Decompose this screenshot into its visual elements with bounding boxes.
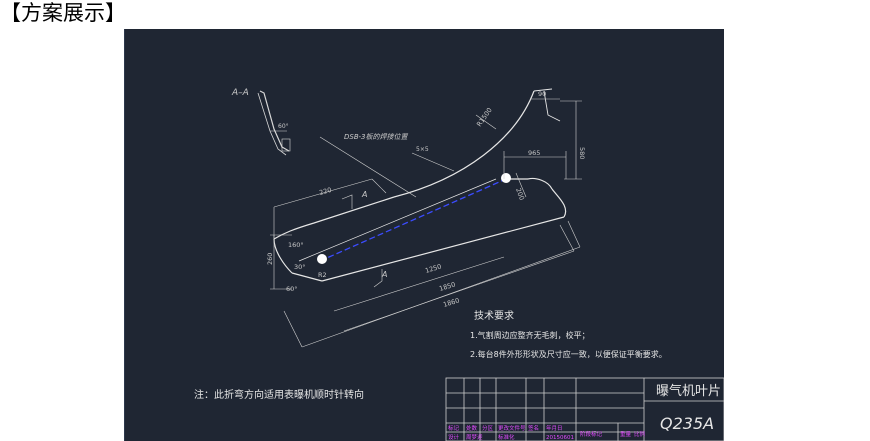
tb-designer-name: 周梦迎: [466, 433, 483, 441]
dim-vertical: 580: [578, 147, 586, 159]
tb-standard-label: 标准化: [498, 433, 515, 441]
tb-scale-label: 比例: [634, 430, 646, 438]
dim-top-width: 90: [538, 90, 546, 98]
tb-material: Q235A: [660, 414, 714, 433]
tech-req-line1: 1.气割周边应整齐无毛刺，校平；: [470, 330, 590, 340]
drawing-canvas: A–A 60°: [124, 29, 724, 441]
tech-req-line2: 2.每台8件外形形状及尺寸应一致，以便保证平衡要求。: [470, 349, 667, 359]
dim-left-angle: 160°: [288, 241, 304, 249]
section-mark-top: A: [361, 190, 367, 199]
dimension-lines: [270, 98, 582, 348]
aa-angle-note: 60°: [278, 123, 289, 130]
dim-angle-small: 30°: [294, 263, 306, 271]
tb-stage-label: 阶段标记: [580, 430, 603, 438]
tb-row-label-6: 年月日: [546, 424, 563, 432]
dim-angle-bottom: 60°: [286, 285, 298, 293]
title-block: 标记 处数 分区 更改文件号 签名 年月日 设计 周梦迎 标准化 2015060…: [445, 377, 724, 441]
tb-part-name: 曝气机叶片: [656, 383, 721, 399]
tb-row-label-4: 更改文件号: [498, 424, 526, 432]
dim-horizontal: 965: [528, 149, 540, 157]
dim-arc: R1500: [475, 106, 494, 128]
center-line: [319, 178, 507, 262]
weld-callout: DSB-3板的焊接位置: [344, 133, 408, 141]
tech-requirements: 技术要求 1.气割周边应整齐无毛刺，校平； 2.每台8件外形形状及尺寸应一致，以…: [470, 309, 667, 359]
dim-left-height: 260: [266, 253, 274, 265]
dim-r-small: R2: [318, 271, 327, 279]
cad-drawing: A–A 60°: [124, 29, 724, 441]
dim-diag-small: 200: [514, 187, 526, 201]
tb-date: 20150601: [546, 435, 574, 441]
rotation-note: 注：此折弯方向适用表曝机顺时针转向: [194, 388, 364, 401]
tb-row-label-1: 标记: [448, 424, 460, 432]
section-aa-detail: A–A 60°: [231, 88, 291, 156]
small-callout: 5×5: [416, 146, 429, 153]
dim-mid-long: 1850: [438, 280, 456, 292]
tb-row-label-3: 分区: [482, 424, 494, 432]
section-mark-bottom: A: [381, 270, 387, 279]
dim-left-top: 220: [318, 186, 332, 197]
section-heading: 【方案展示】: [0, 1, 126, 25]
blade-outline: [273, 88, 567, 282]
section-aa-label: A–A: [231, 88, 249, 98]
tb-designer-label: 设计: [448, 433, 460, 441]
bolt-hole-right: [501, 173, 511, 183]
tech-req-title: 技术要求: [474, 309, 514, 322]
dim-inner-long: 1250: [424, 262, 442, 274]
bolt-hole-left: [317, 254, 327, 264]
tb-row-label-2: 处数: [466, 424, 478, 432]
tb-weight-label: 重量: [620, 430, 632, 438]
tb-row-label-5: 签名: [528, 424, 539, 432]
dim-outer-long: 1860: [442, 296, 460, 308]
